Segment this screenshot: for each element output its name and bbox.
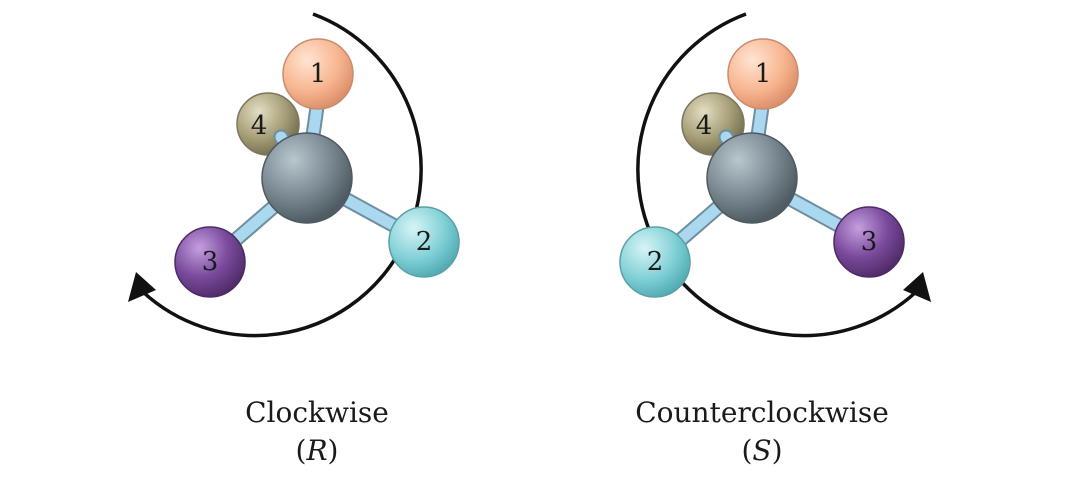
atom-3	[174, 226, 246, 298]
atom-3-label: 3	[861, 227, 878, 257]
molecule-clockwise: 4 1 2 3 Clockwise (R)	[128, 12, 460, 467]
counterclockwise-arrowhead	[903, 272, 931, 302]
atom-1-label: 1	[310, 59, 327, 89]
atom-2	[619, 226, 691, 298]
atom-2-label: 2	[416, 227, 433, 257]
atom-1	[727, 38, 799, 110]
atom-4-label: 4	[696, 111, 713, 141]
caption-clockwise: Clockwise	[245, 396, 389, 429]
central-atom	[706, 132, 798, 224]
atom-2-label: 2	[647, 247, 664, 277]
atom-2	[388, 206, 460, 278]
atom-1-label: 1	[755, 59, 772, 89]
config-label-s: (S)	[741, 434, 782, 467]
atom-4-label: 4	[251, 111, 268, 141]
caption-counterclockwise: Counterclockwise	[635, 396, 889, 429]
clockwise-arrowhead	[128, 272, 156, 302]
molecule-counterclockwise: 4 1 3 2 Counterclockwise (S)	[619, 12, 931, 467]
atom-3	[833, 206, 905, 278]
atom-1	[282, 38, 354, 110]
config-label-r: (R)	[296, 434, 339, 467]
central-atom	[261, 132, 353, 224]
atom-3-label: 3	[202, 247, 219, 277]
